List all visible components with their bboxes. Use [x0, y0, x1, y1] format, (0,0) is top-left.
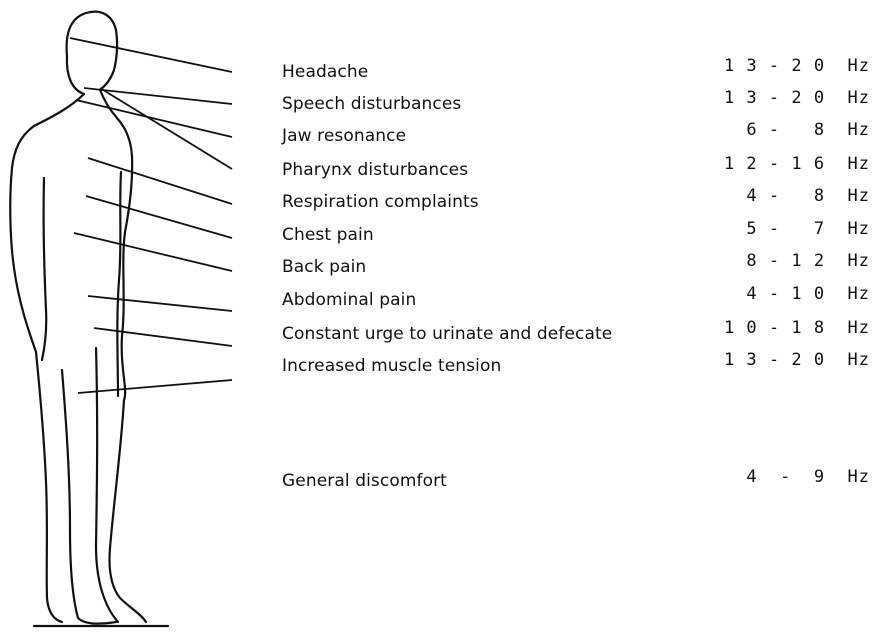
body-leg-back-inner: [62, 370, 116, 624]
symptom-label: Constant urge to urinate and defecate: [282, 324, 612, 344]
body-neck-front: [100, 90, 132, 156]
body-leg-front-outer: [109, 400, 146, 622]
body-back-outline: [10, 126, 36, 352]
body-front-outline: [122, 156, 133, 400]
leader-line: [78, 380, 232, 393]
frequency-range: 1 3 - 2 0 Hz: [724, 88, 870, 108]
frequency-range: 1 2 - 1 6 Hz: [724, 154, 870, 174]
symptom-label: Speech disturbances: [282, 94, 461, 114]
symptom-label: Abdominal pain: [282, 290, 416, 310]
symptom-label: Headache: [282, 62, 368, 82]
frequency-range: 1 3 - 2 0 Hz: [724, 56, 870, 76]
symptom-label: Chest pain: [282, 225, 374, 245]
leader-line: [86, 196, 232, 238]
symptom-label: Pharynx disturbances: [282, 160, 468, 180]
leader-line: [74, 233, 232, 271]
frequency-range: 1 3 - 2 0 Hz: [724, 350, 870, 370]
body-neck-back: [34, 94, 84, 126]
leader-line: [76, 100, 232, 137]
body-head-outline: [67, 12, 117, 94]
body-arm-inner: [42, 178, 46, 360]
symptom-label: Respiration complaints: [282, 192, 479, 212]
frequency-range: 1 0 - 1 8 Hz: [724, 318, 870, 338]
frequency-range: 4 - 8 Hz: [746, 186, 870, 206]
body-leg-back-outer: [36, 352, 62, 622]
leader-line: [100, 88, 232, 169]
frequency-range: 4 - 1 0 Hz: [746, 284, 870, 304]
leader-line: [88, 158, 232, 204]
general-discomfort-frequency: 4 - 9 Hz: [746, 467, 870, 487]
symptom-label: Back pain: [282, 257, 366, 277]
frequency-range: 8 - 1 2 Hz: [746, 251, 870, 271]
leader-line: [94, 328, 232, 346]
symptom-label: Increased muscle tension: [282, 356, 501, 376]
symptom-label: Jaw resonance: [282, 126, 406, 146]
frequency-range: 5 - 7 Hz: [746, 219, 870, 239]
leader-line: [70, 38, 232, 72]
frequency-range: 6 - 8 Hz: [746, 120, 870, 140]
leader-line: [88, 296, 232, 311]
general-discomfort-label: General discomfort: [282, 471, 447, 491]
